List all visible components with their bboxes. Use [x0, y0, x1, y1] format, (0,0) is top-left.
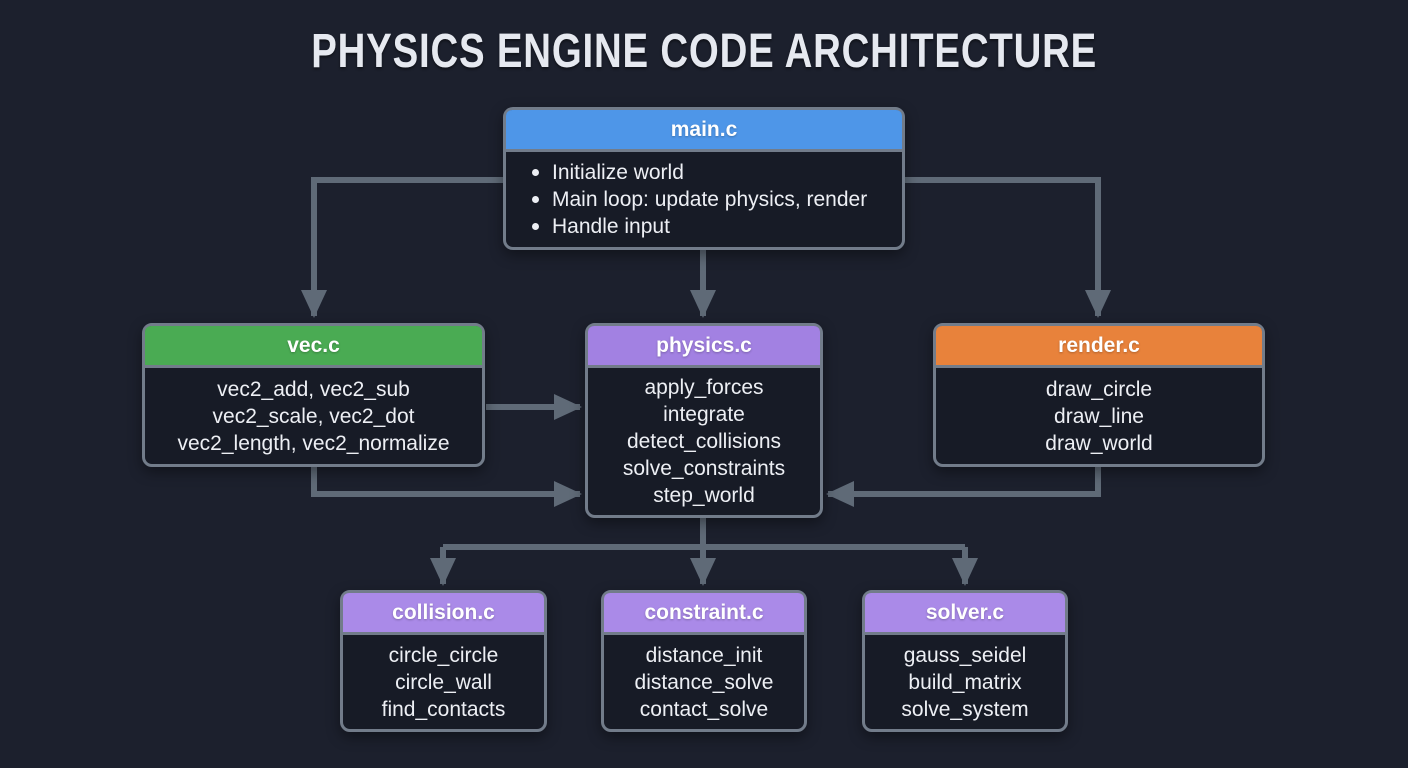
node-solver-c-header: solver.c — [865, 593, 1065, 635]
function-line: distance_init — [645, 643, 763, 667]
node-vec-c: vec.c vec2_add, vec2_sub vec2_scale, vec… — [142, 323, 485, 467]
function-line: step_world — [653, 484, 755, 507]
node-physics-c-header: physics.c — [588, 326, 820, 368]
function-line: draw_circle — [1045, 377, 1153, 401]
function-line: solve_constraints — [622, 457, 786, 480]
function-line: vec2_scale, vec2_dot — [212, 404, 415, 428]
function-line: build_matrix — [908, 670, 1022, 694]
node-render-c-header: render.c — [936, 326, 1262, 368]
bullet-icon — [532, 196, 539, 203]
arrow-main-to-vec — [301, 177, 506, 318]
function-line: vec2_length, vec2_normalize — [177, 431, 450, 455]
node-constraint-c: constraint.c distance_init distance_solv… — [601, 590, 807, 732]
node-main-c: main.c Initialize world Main loop: updat… — [503, 107, 905, 250]
function-line: distance_solve — [634, 670, 774, 694]
function-line: integrate — [663, 403, 745, 426]
node-collision-c: collision.c circle_circle circle_wall fi… — [340, 590, 547, 732]
node-main-c-header: main.c — [506, 110, 902, 152]
node-physics-c: physics.c apply_forces integrate detect_… — [585, 323, 823, 518]
node-physics-c-body: apply_forces integrate detect_collisions… — [588, 368, 820, 515]
bullet-icon — [532, 169, 539, 176]
function-line: find_contacts — [381, 697, 506, 721]
function-line: circle_circle — [388, 643, 499, 667]
bullet-text: Handle input — [552, 215, 670, 238]
function-line: solve_system — [901, 697, 1029, 721]
function-line: draw_world — [1045, 431, 1153, 455]
node-constraint-c-body: distance_init distance_solve contact_sol… — [604, 635, 804, 729]
node-render-c: render.c draw_circle draw_line draw_worl… — [933, 323, 1265, 467]
function-line: contact_solve — [639, 697, 769, 721]
arrow-render-to-physics — [826, 466, 1101, 507]
function-line: apply_forces — [644, 376, 764, 399]
node-solver-c: solver.c gauss_seidel build_matrix solve… — [862, 590, 1068, 732]
page-title-text: PHYSICS ENGINE CODE ARCHITECTURE — [311, 25, 1097, 78]
node-render-c-body: draw_circle draw_line draw_world — [936, 368, 1262, 464]
bullet-item: Main loop: update physics, render — [532, 186, 867, 213]
node-main-c-body: Initialize world Main loop: update physi… — [506, 152, 902, 247]
function-line: detect_collisions — [626, 430, 782, 453]
page-title: PHYSICS ENGINE CODE ARCHITECTURE — [0, 24, 1408, 79]
bullet-text: Main loop: update physics, render — [552, 188, 868, 211]
node-vec-c-body: vec2_add, vec2_sub vec2_scale, vec2_dot … — [145, 368, 482, 464]
arrow-vec-to-physics-lower — [311, 466, 582, 507]
function-line: vec2_add, vec2_sub — [217, 377, 410, 401]
function-line: draw_line — [1054, 404, 1144, 428]
bullet-item: Initialize world — [532, 159, 684, 186]
arrow-main-to-render — [902, 177, 1111, 318]
node-constraint-c-header: constraint.c — [604, 593, 804, 635]
function-line: gauss_seidel — [903, 643, 1027, 667]
node-vec-c-header: vec.c — [145, 326, 482, 368]
node-collision-c-header: collision.c — [343, 593, 544, 635]
node-solver-c-body: gauss_seidel build_matrix solve_system — [865, 635, 1065, 729]
function-line: circle_wall — [395, 670, 492, 694]
bullet-text: Initialize world — [552, 161, 684, 184]
node-collision-c-body: circle_circle circle_wall find_contacts — [343, 635, 544, 729]
bullet-item: Handle input — [532, 213, 670, 240]
bullet-icon — [532, 223, 539, 230]
